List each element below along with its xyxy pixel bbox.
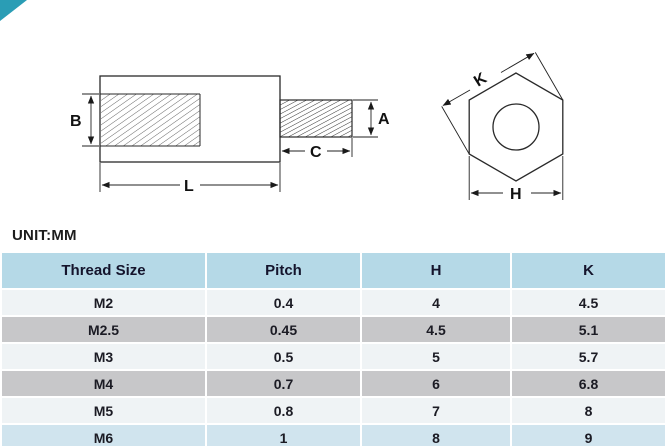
table-row: M4 0.7 6 6.8 xyxy=(0,369,665,398)
cell-h: 6 xyxy=(360,369,512,398)
cell-pitch: 0.5 xyxy=(205,342,362,371)
cell-thread-size: M2.5 xyxy=(0,315,207,344)
technical-drawing: B A C L K H xyxy=(70,52,564,203)
cell-k: 4.5 xyxy=(510,288,665,317)
dim-label-c: C xyxy=(310,144,322,161)
unit-label: UNIT:MM xyxy=(12,227,77,244)
table-row: M2 0.4 4 4.5 xyxy=(0,288,665,317)
dim-label-a: A xyxy=(378,111,390,128)
cell-k: 8 xyxy=(510,396,665,425)
dim-label-h: H xyxy=(510,186,522,203)
dimension-line-k-right xyxy=(500,52,535,73)
cell-k: 6.8 xyxy=(510,369,665,398)
spec-table: Thread Size Pitch H K M2 0.4 4 4.5 M2.5 … xyxy=(0,251,665,446)
cell-pitch: 0.8 xyxy=(205,396,362,425)
cell-thread-size: M2 xyxy=(0,288,207,317)
cell-h: 4.5 xyxy=(360,315,512,344)
side-view xyxy=(99,75,353,163)
cell-k: 5.7 xyxy=(510,342,665,371)
dim-label-l: L xyxy=(184,178,194,195)
dim-label-b: B xyxy=(70,113,82,130)
internal-thread-hatch xyxy=(101,94,200,146)
cell-thread-size: M4 xyxy=(0,369,207,398)
table-row: M6 1 8 9 xyxy=(0,423,665,446)
header-row: Thread Size Pitch H K xyxy=(0,251,665,290)
cell-h: 4 xyxy=(360,288,512,317)
side-view-dimensions xyxy=(82,93,378,192)
threaded-stud xyxy=(279,99,353,138)
cell-k: 9 xyxy=(510,423,665,446)
hex-view xyxy=(468,72,564,182)
column-header-h: H xyxy=(360,251,512,290)
cell-thread-size: M5 xyxy=(0,396,207,425)
cell-pitch: 0.4 xyxy=(205,288,362,317)
table-row: M3 0.5 5 5.7 xyxy=(0,342,665,371)
column-header-thread-size: Thread Size xyxy=(0,251,207,290)
cell-h: 8 xyxy=(360,423,512,446)
column-header-k: K xyxy=(510,251,665,290)
cell-h: 5 xyxy=(360,342,512,371)
cell-pitch: 0.7 xyxy=(205,369,362,398)
cell-pitch: 1 xyxy=(205,423,362,446)
dimension-line-k-left xyxy=(442,89,471,106)
table-row: M5 0.8 7 8 xyxy=(0,396,665,425)
corner-accent-triangle xyxy=(0,0,27,21)
dim-label-k: K xyxy=(471,70,490,91)
cell-h: 7 xyxy=(360,396,512,425)
cell-k: 5.1 xyxy=(510,315,665,344)
column-header-pitch: Pitch xyxy=(205,251,362,290)
cell-pitch: 0.45 xyxy=(205,315,362,344)
cell-thread-size: M3 xyxy=(0,342,207,371)
hex-view-dimensions xyxy=(441,52,564,200)
hex-outline xyxy=(468,72,564,182)
table-row: M2.5 0.45 4.5 5.1 xyxy=(0,315,665,344)
cell-thread-size: M6 xyxy=(0,423,207,446)
thread-hole-circle xyxy=(492,103,540,151)
